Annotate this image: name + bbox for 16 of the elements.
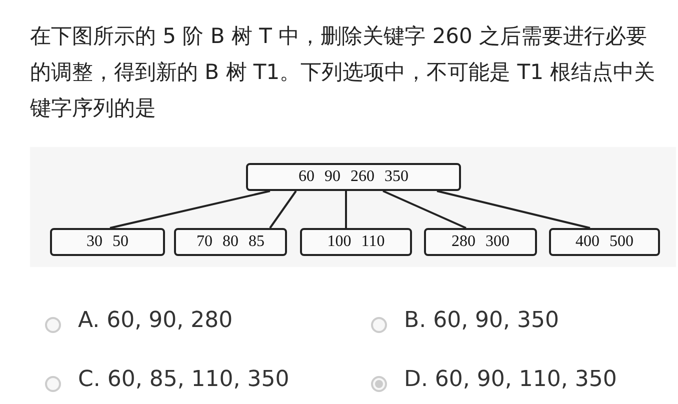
tree-branch-line bbox=[345, 191, 347, 228]
tree-node: 400 500 bbox=[549, 228, 660, 256]
answer-option: D. 60, 90, 110, 350 bbox=[404, 367, 617, 392]
tree-node: 70 80 85 bbox=[174, 228, 287, 256]
answer-option: B. 60, 90, 350 bbox=[404, 308, 560, 333]
tree-node: 100 110 bbox=[300, 228, 412, 256]
tree-node: 60 90 260 350 bbox=[246, 163, 461, 191]
tree-node: 30 50 bbox=[50, 228, 165, 256]
question-text: 在下图所示的 5 阶 B 树 T 中，删除关键字 260 之后需要进行必要的调整，得到新的 B 树 T1。下列选项中，不可能是 T1 根结点中关键字序列的是 bbox=[30, 23, 656, 122]
answer-option: A. 60, 90, 280 bbox=[78, 308, 233, 333]
answer-option: C. 60, 85, 110, 350 bbox=[78, 367, 290, 392]
tree-branch-line bbox=[110, 190, 270, 229]
tree-branch-line bbox=[436, 190, 590, 229]
tree-branch-line bbox=[269, 190, 297, 229]
tree-branch-line bbox=[382, 190, 466, 229]
tree-node: 280 300 bbox=[424, 228, 537, 256]
